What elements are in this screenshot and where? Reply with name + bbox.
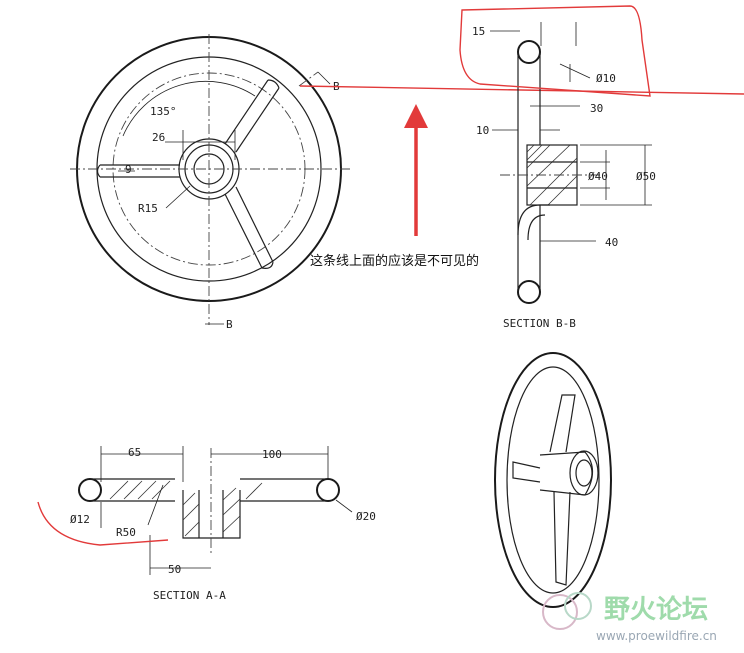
aa-hatch-9 [137, 480, 157, 500]
section-bb-view: 15 Ø10 30 10 Ø40 Ø50 40 SECTION B-B [472, 22, 656, 330]
aa-r50: R50 [116, 526, 136, 539]
top-view: 135° 26 9 R15 B B [70, 34, 350, 331]
bb-dia-10: Ø10 [596, 72, 616, 85]
aa-rim-left [78, 478, 102, 502]
bb-rim-top [517, 40, 541, 64]
markup-note: 这条线上面的应该是不可见的 [310, 253, 479, 269]
r15-label: R15 [138, 202, 158, 215]
watermark-url: www.proewildfire.cn [596, 629, 717, 643]
aa-dim-50: 50 [168, 563, 181, 576]
watermark-cn: 野火论坛 [604, 595, 708, 625]
watermark-logo-icon [542, 592, 592, 630]
iso-spoke-left [512, 461, 541, 483]
bb-body [517, 52, 541, 292]
aa-dim-65: 65 [128, 446, 141, 459]
aa-hatch-1 [182, 492, 196, 506]
markup-horizontal-line [299, 85, 744, 95]
aa-dia-20: Ø20 [356, 510, 376, 523]
section-line-a [298, 71, 319, 87]
markup-arrow [404, 104, 428, 236]
angle-label: 135° [150, 105, 177, 118]
bb-hatch-6 [547, 175, 578, 206]
aa-hatch-8 [123, 480, 143, 500]
aa-rim-right [316, 478, 340, 502]
iso-rim-outer [494, 352, 612, 608]
bb-dim-15: 15 [472, 25, 485, 38]
bb-dia-10-leader [559, 63, 591, 79]
spoke-upper-right [224, 79, 280, 153]
bb-dia-40: Ø40 [588, 170, 608, 183]
aa-hatch-7 [109, 480, 129, 500]
aa-hatch-4 [222, 487, 237, 501]
section-mark-b-bottom: B [226, 318, 233, 331]
angle-dim-arc [122, 80, 256, 137]
bb-hatch-5 [529, 157, 578, 206]
aa-title: SECTION A-A [153, 589, 226, 602]
section-arrow-a [317, 71, 331, 85]
aa-hatch-5 [222, 498, 241, 516]
r15-leader [165, 185, 191, 209]
bb-dim-10: 10 [476, 124, 489, 137]
aa-hatch-6 [222, 515, 241, 533]
bb-dim-40: 40 [605, 236, 618, 249]
bb-rim-bottom [517, 280, 541, 304]
isometric-view [494, 352, 612, 608]
dim-9-label: 9 [125, 163, 132, 176]
markup-box [459, 5, 651, 97]
spoke-lower-right [224, 186, 274, 269]
iso-spoke-up [549, 394, 576, 453]
aa-hub [182, 490, 241, 539]
watermark: 野火论坛 www.proewildfire.cn [542, 592, 717, 643]
aa-dia-12: Ø12 [70, 513, 90, 526]
bb-dim-30: 30 [590, 102, 603, 115]
iso-rim-inner [506, 366, 600, 594]
aa-hatch-11 [245, 482, 263, 500]
bb-hatch-2 [526, 144, 543, 161]
section-aa-view: 65 100 Ø12 R50 Ø20 50 SECTION A-A [70, 446, 376, 602]
bb-title: SECTION B-B [503, 317, 576, 330]
aa-spoke [90, 478, 328, 502]
aa-hatch-3 [184, 521, 200, 537]
iso-spoke-down [553, 491, 571, 586]
iso-hub-face [569, 450, 599, 496]
bb-bent-spoke [517, 204, 550, 241]
spoke-left [96, 164, 180, 178]
iso-hub-bore [575, 459, 593, 487]
bb-hatch-1 [526, 144, 535, 153]
aa-dim-100: 100 [262, 448, 282, 461]
bb-hatch-4 [526, 144, 571, 187]
bb-hatch-3 [526, 144, 551, 169]
dim-26-label: 26 [152, 131, 165, 144]
iso-hub [539, 451, 594, 496]
markup-curve [37, 501, 169, 546]
aa-r50-leader [147, 484, 164, 526]
bb-hub [526, 144, 578, 206]
aa-hatch-2 [182, 503, 200, 521]
aa-dia20-leader [335, 499, 353, 513]
bb-dia-50: Ø50 [636, 170, 656, 183]
